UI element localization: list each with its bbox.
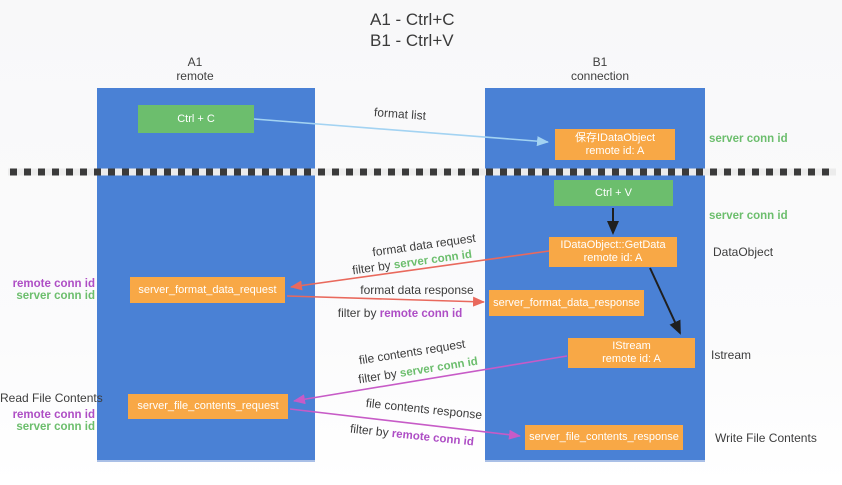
node-istream-line1: IStream	[612, 340, 651, 352]
lane-b1-name: B1	[592, 55, 608, 69]
label-file-contents-response-filter: filter by remote conn id	[349, 422, 474, 449]
node-ctrl-c: Ctrl + C	[138, 105, 254, 133]
label-format-list: format list	[373, 105, 427, 123]
node-save-idataobject-line2: remote id: A	[585, 144, 645, 157]
label-format-data-response-filter: filter by remote conn id	[338, 306, 462, 320]
node-server-file-contents-response: server_file_contents_response	[525, 425, 683, 450]
remote-conn-id-key: remote conn id	[391, 427, 475, 449]
right-istream-label: Istream	[711, 348, 752, 362]
node-save-idataobject-line1: 保存IDataObject	[574, 131, 656, 144]
node-idataobject-getdata: IDataObject::GetData remote id: A	[549, 237, 677, 267]
left-format-conn-ids: remote conn id server conn id	[0, 278, 95, 302]
node-server-format-data-request: server_format_data_request	[130, 277, 285, 303]
node-ctrl-c-label: Ctrl + C	[177, 112, 215, 125]
filter-by-text: filter by	[357, 365, 402, 387]
remote-conn-id-label: remote conn id	[12, 409, 95, 421]
diagram-title: A1 - Ctrl+C B1 - Ctrl+V	[370, 9, 455, 51]
node-file-request-label: server_file_contents_request	[137, 400, 279, 412]
node-format-response-label: server_format_data_response	[493, 296, 640, 309]
read-file-contents-label: Read File Contents	[0, 391, 103, 405]
node-getdata-line2: remote id: A	[583, 252, 643, 264]
filter-by-text: filter by	[337, 306, 380, 320]
lane-header-a1: A1 remote	[97, 55, 293, 83]
node-istream: IStream remote id: A	[568, 338, 695, 368]
node-istream-line2: remote id: A	[602, 353, 661, 365]
node-ctrl-v: Ctrl + V	[554, 180, 673, 206]
server-conn-id-label: server conn id	[16, 290, 95, 302]
lane-header-b1: B1 connection	[485, 55, 715, 83]
right-write-file-contents-label: Write File Contents	[715, 431, 817, 445]
server-conn-id-label: server conn id	[16, 421, 95, 433]
lane-b1-subtitle: connection	[570, 69, 630, 83]
remote-conn-id-label: remote conn id	[12, 278, 95, 290]
node-ctrl-v-label: Ctrl + V	[595, 186, 632, 199]
filter-by-text: filter by	[349, 421, 393, 440]
left-read-file-contents: Read File Contents remote conn id server…	[0, 391, 103, 433]
right-server-conn-id-save: server conn id	[709, 133, 788, 145]
node-save-idataobject: 保存IDataObject remote id: A	[555, 129, 675, 160]
label-file-contents-response: file contents response	[365, 395, 483, 423]
remote-conn-id-key: remote conn id	[379, 308, 463, 320]
node-server-format-data-response: server_format_data_response	[489, 290, 644, 316]
node-server-file-contents-request: server_file_contents_request	[128, 394, 288, 419]
lane-a1-name: A1	[187, 55, 203, 69]
label-format-data-response: format data response	[360, 283, 474, 297]
right-dataobject-label: DataObject	[713, 245, 774, 259]
node-format-request-label: server_format_data_request	[138, 283, 277, 296]
node-file-response-label: server_file_contents_response	[529, 431, 679, 443]
title-line-2: B1 - Ctrl+V	[370, 31, 454, 50]
right-server-conn-id-ctrlv: server conn id	[709, 210, 788, 222]
node-getdata-line1: IDataObject::GetData	[560, 239, 666, 251]
filter-by-text: filter by	[351, 257, 395, 278]
title-line-1: A1 - Ctrl+C	[370, 10, 455, 29]
lane-a1-subtitle: remote	[176, 69, 214, 83]
